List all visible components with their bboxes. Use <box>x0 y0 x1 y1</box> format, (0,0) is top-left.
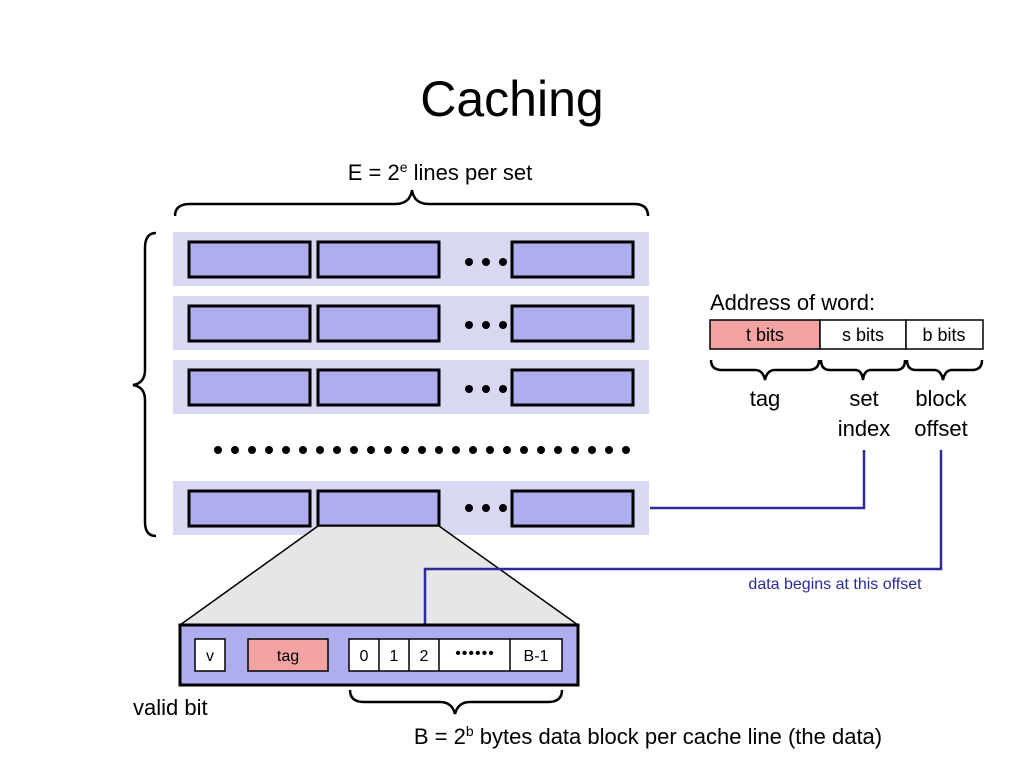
expanded-cache-line: v tag 0 1 2 •••••• B-1 <box>178 623 580 687</box>
cache-set-last <box>173 481 649 535</box>
set-index-brace <box>819 359 907 381</box>
ellipsis-dot <box>367 446 375 454</box>
lines-per-set-brace <box>173 189 650 217</box>
ellipsis-dot <box>503 446 511 454</box>
cache-line <box>316 368 441 407</box>
byte-1: 1 <box>390 648 399 665</box>
ellipsis-dot <box>588 446 596 454</box>
cache-line <box>510 489 635 528</box>
ellipsis-dot <box>554 446 562 454</box>
cache-line <box>316 240 441 279</box>
ellipsis-dot <box>350 446 358 454</box>
valid-bit-text: v <box>206 648 214 665</box>
more-sets-dots <box>214 446 630 454</box>
offset-label: offset <box>914 416 967 441</box>
cache-line <box>187 489 312 528</box>
block-offset-brace <box>905 359 984 381</box>
valid-bit-box <box>194 638 226 672</box>
sets-brace <box>132 231 157 538</box>
tag-label: tag <box>750 386 781 411</box>
byte-dots: •••••• <box>455 645 495 662</box>
zoom-projection <box>177 525 581 626</box>
ellipsis-dot <box>316 446 324 454</box>
b-bits-label: b bits <box>922 325 965 345</box>
block-offset-field <box>905 319 984 350</box>
block-offset-connector <box>423 450 943 638</box>
ellipsis-dot <box>282 446 290 454</box>
ellipsis-dot <box>571 446 579 454</box>
block-label: block <box>915 386 967 411</box>
cache-line <box>510 240 635 279</box>
cache-line <box>187 368 312 407</box>
ellipsis-dot <box>520 446 528 454</box>
tag-box-text: tag <box>277 648 299 665</box>
ellipsis-dot <box>605 446 613 454</box>
ellipsis-dot <box>469 446 477 454</box>
byte-2: 2 <box>420 648 429 665</box>
offset-note: data begins at this offset <box>748 576 922 593</box>
tag-brace <box>709 359 821 381</box>
s-bits-label: s bits <box>842 325 884 345</box>
ellipsis-dot <box>231 446 239 454</box>
tag-box <box>247 638 329 672</box>
valid-bit-label: valid bit <box>133 695 208 720</box>
byte-last: B-1 <box>524 648 549 665</box>
set-label: set <box>849 386 878 411</box>
byte-0: 0 <box>360 648 369 665</box>
data-block: 0 1 2 •••••• B-1 <box>348 638 563 672</box>
cache-line <box>510 368 635 407</box>
cache-set-2 <box>173 296 649 350</box>
cache-line <box>510 304 635 343</box>
index-label: index <box>838 416 891 441</box>
ellipsis-dot <box>622 446 630 454</box>
page-title: Caching <box>420 71 603 127</box>
data-block-brace <box>348 689 564 715</box>
cache-set-1 <box>173 232 649 286</box>
ellipsis-dot <box>452 446 460 454</box>
set-index-connector <box>650 450 866 510</box>
ellipsis-dot <box>537 446 545 454</box>
cache-line <box>316 304 441 343</box>
cache-line <box>187 304 312 343</box>
ellipsis-dot <box>214 446 222 454</box>
block-size-label: B = 2b bytes data block per cache line (… <box>414 723 882 749</box>
cache-line <box>187 240 312 279</box>
selected-cache-line <box>316 489 441 528</box>
lines-per-set-label: E = 2e lines per set <box>348 159 533 185</box>
ellipsis-dot <box>486 446 494 454</box>
address-fields: t bits s bits b bits <box>709 319 984 350</box>
ellipsis-dot <box>248 446 256 454</box>
ellipsis-dot <box>435 446 443 454</box>
ellipsis-dot <box>299 446 307 454</box>
address-heading: Address of word: <box>710 290 875 315</box>
ellipsis-dot <box>265 446 273 454</box>
cache-set-3 <box>173 360 649 414</box>
ellipsis-dot <box>401 446 409 454</box>
ellipsis-dot <box>384 446 392 454</box>
ellipsis-dot <box>418 446 426 454</box>
ellipsis-dot <box>333 446 341 454</box>
t-bits-label: t bits <box>746 325 784 345</box>
